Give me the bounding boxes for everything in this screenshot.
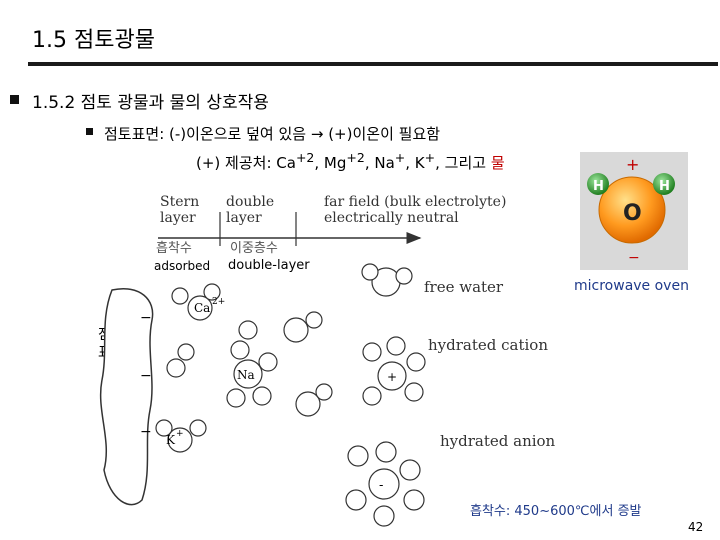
molecule-plus: + xyxy=(626,155,639,174)
ca-ion-charge: 2+ xyxy=(212,297,225,307)
hydrogen-left-label: H xyxy=(593,179,604,194)
line1-bullet xyxy=(86,128,93,135)
subtitle-bullet xyxy=(10,95,19,104)
oxygen-label: O xyxy=(623,201,642,226)
anion-minus: - xyxy=(379,478,383,493)
cation-plus: + xyxy=(387,370,397,384)
evaporation-note: 흡착수: 450~600℃에서 증발 xyxy=(470,500,641,519)
k-ion: K xyxy=(166,433,176,447)
hydrogen-right-label: H xyxy=(659,179,670,194)
na-ion: Na xyxy=(237,368,255,382)
ca-ion: Ca xyxy=(194,301,210,315)
molecule-minus: − xyxy=(628,250,640,266)
hydrated-anion-cluster xyxy=(346,442,424,526)
page-number: 42 xyxy=(688,520,703,534)
adsorbed-ca-cluster xyxy=(156,284,220,452)
na-cluster xyxy=(227,321,277,407)
microwave-label: microwave oven xyxy=(574,278,689,294)
surface-minus-1: − xyxy=(140,310,152,326)
surface-minus-3: − xyxy=(140,424,152,440)
surface-minus-2: − xyxy=(140,368,152,384)
k-ion-charge: + xyxy=(176,429,184,439)
